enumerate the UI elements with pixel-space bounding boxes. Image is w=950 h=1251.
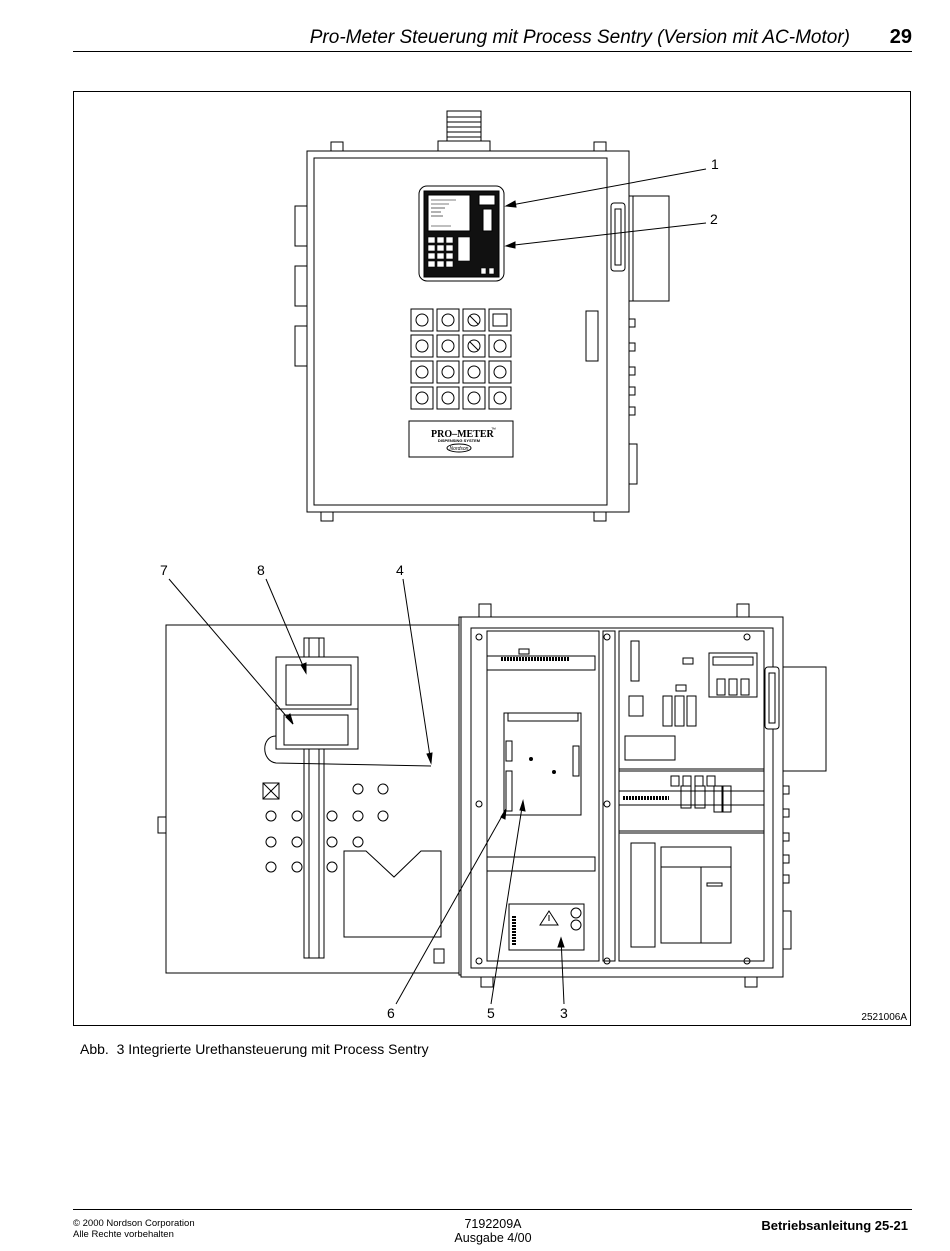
caption-text: Integrierte Urethansteuerung mit Process… [128, 1041, 429, 1057]
footer-doc-info: 7192209A Ausgabe 4/00 [400, 1217, 586, 1245]
copyright-line-2: Alle Rechte vorbehalten [73, 1229, 174, 1240]
panel-display [427, 194, 471, 232]
door-handle [610, 202, 626, 272]
nameplate-title: PRO–METER [431, 429, 495, 440]
callout-3: 3 [560, 1005, 568, 1021]
pushbutton-grid [410, 308, 512, 410]
edition: Ausgabe 4/00 [454, 1231, 532, 1245]
panel-keypad [427, 236, 495, 275]
callout-7: 7 [160, 562, 168, 578]
callout-2: 2 [710, 211, 718, 227]
header-rule [73, 51, 912, 52]
motor-drive [660, 846, 732, 944]
callout-8: 8 [257, 562, 265, 578]
nameplate-subtitle: DISPENSING SYSTEM [438, 438, 481, 443]
backplate-left [486, 630, 600, 962]
caption-label: Abb. 3 [80, 1041, 125, 1057]
control-cabinet-drawing: 1 2 3 4 5 6 7 8 PRO–METER ™ DISPENSING S… [157, 110, 827, 1021]
callout-6: 6 [387, 1005, 395, 1021]
closed-cabinet [294, 110, 670, 522]
footer-rule [73, 1209, 912, 1210]
footer-copyright: © 2000 Nordson Corporation Alle Rechte v… [73, 1218, 195, 1240]
figure-id: 2521006A [861, 1012, 907, 1023]
page-header-title: Pro-Meter Steuerung mit Process Sentry (… [309, 27, 850, 48]
figure-caption: Abb. 3 Integrierte Urethansteuerung mit … [80, 1041, 429, 1057]
page-number: 29 [889, 26, 912, 48]
callout-4: 4 [396, 562, 404, 578]
callout-leaders-bottom [168, 578, 565, 1005]
nameplate [408, 420, 514, 458]
motor-contactor [630, 842, 656, 948]
nameplate-trademark: ™ [491, 427, 496, 433]
doc-number: 7192209A [464, 1217, 522, 1231]
figure-frame: 1 2 3 4 5 6 7 8 PRO–METER ™ DISPENSING S… [73, 91, 911, 1026]
callout-leaders-top [504, 168, 707, 249]
power-supply-module [508, 903, 585, 951]
open-cabinet [157, 603, 827, 988]
beacon-light [446, 110, 482, 142]
callout-5: 5 [487, 1005, 495, 1021]
nordson-logo: Nordson [450, 446, 469, 452]
footer-manual-title: Betriebsanleitung 25-21 [761, 1218, 908, 1233]
copyright-line-1: © 2000 Nordson Corporation [73, 1218, 195, 1229]
callout-1: 1 [711, 156, 719, 172]
